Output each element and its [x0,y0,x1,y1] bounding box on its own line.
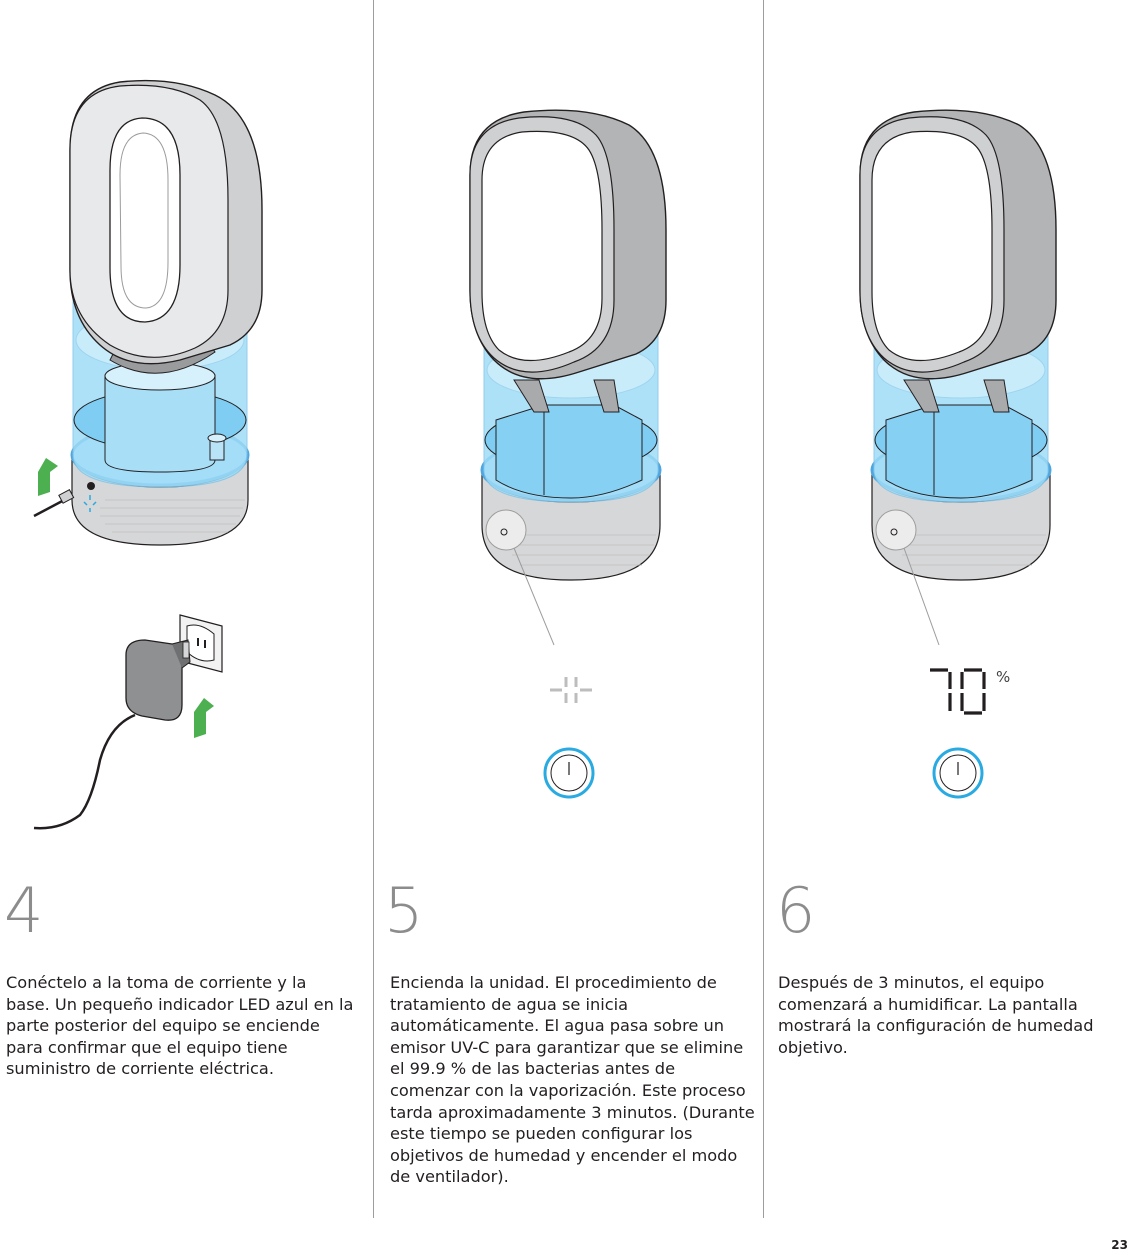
display-unit: % [996,668,1011,686]
step-5-number: 5 [384,874,423,947]
humidifier-illustration-step4 [33,79,263,830]
wall-outlet-icon [179,614,223,673]
green-arrow-icon [38,458,58,496]
step-6-text: Después de 3 minutos, el equipo comenzar… [778,973,1094,1057]
step-4-column: 4 Conéctelo a la toma de corriente y la … [0,0,372,1255]
humidity-display [930,668,986,715]
column-divider-2 [763,0,764,1218]
humidifier-illustration-step5 [469,109,667,799]
power-button-icon [543,747,595,799]
power-adapter-icon [125,639,191,721]
step-4-number: 4 [4,874,43,947]
page-number: 23 [1111,1238,1128,1252]
humidifier-illustration-step6 [859,109,1057,799]
step-4-text: Conéctelo a la toma de corriente y la ba… [6,973,354,1079]
power-button-icon [932,747,984,799]
step-5-text: Encienda la unidad. El procedimiento de … [390,973,755,1187]
segment-display-icon [550,677,592,703]
segment-display-icon [930,668,986,715]
step-6-number: 6 [776,874,815,947]
step-6-column: % 6 Después de 3 minutos, el equipo come… [764,0,1136,1255]
step-5-column: 5 Encienda la unidad. El procedimiento d… [374,0,763,1255]
column-divider-1 [373,0,374,1218]
